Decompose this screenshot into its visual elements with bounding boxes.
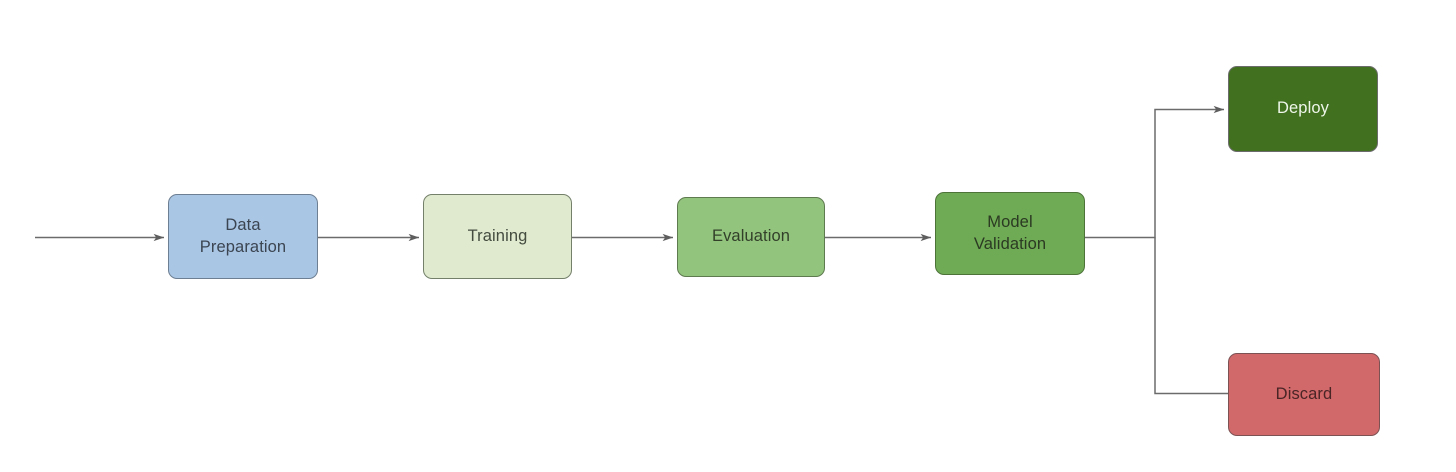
edge-model-validation-to-deploy [1085,105,1225,239]
node-data-preparation-label: Data Preparation [199,216,287,256]
node-model-validation[interactable]: Model Validation [935,192,1085,275]
node-evaluation-label: Evaluation [711,227,791,246]
node-training[interactable]: Training [423,194,572,279]
node-discard-label: Discard [1275,384,1333,403]
node-deploy[interactable]: Deploy [1228,66,1378,152]
node-data-preparation[interactable]: Data Preparation [168,194,318,279]
node-training-label: Training [467,226,528,245]
node-model-validation-label: Model Validation [973,213,1047,253]
edge-model-validation-to-discard [1154,237,1228,395]
node-discard[interactable]: Discard [1228,353,1380,436]
node-evaluation[interactable]: Evaluation [677,197,825,277]
node-deploy-label: Deploy [1277,99,1329,118]
